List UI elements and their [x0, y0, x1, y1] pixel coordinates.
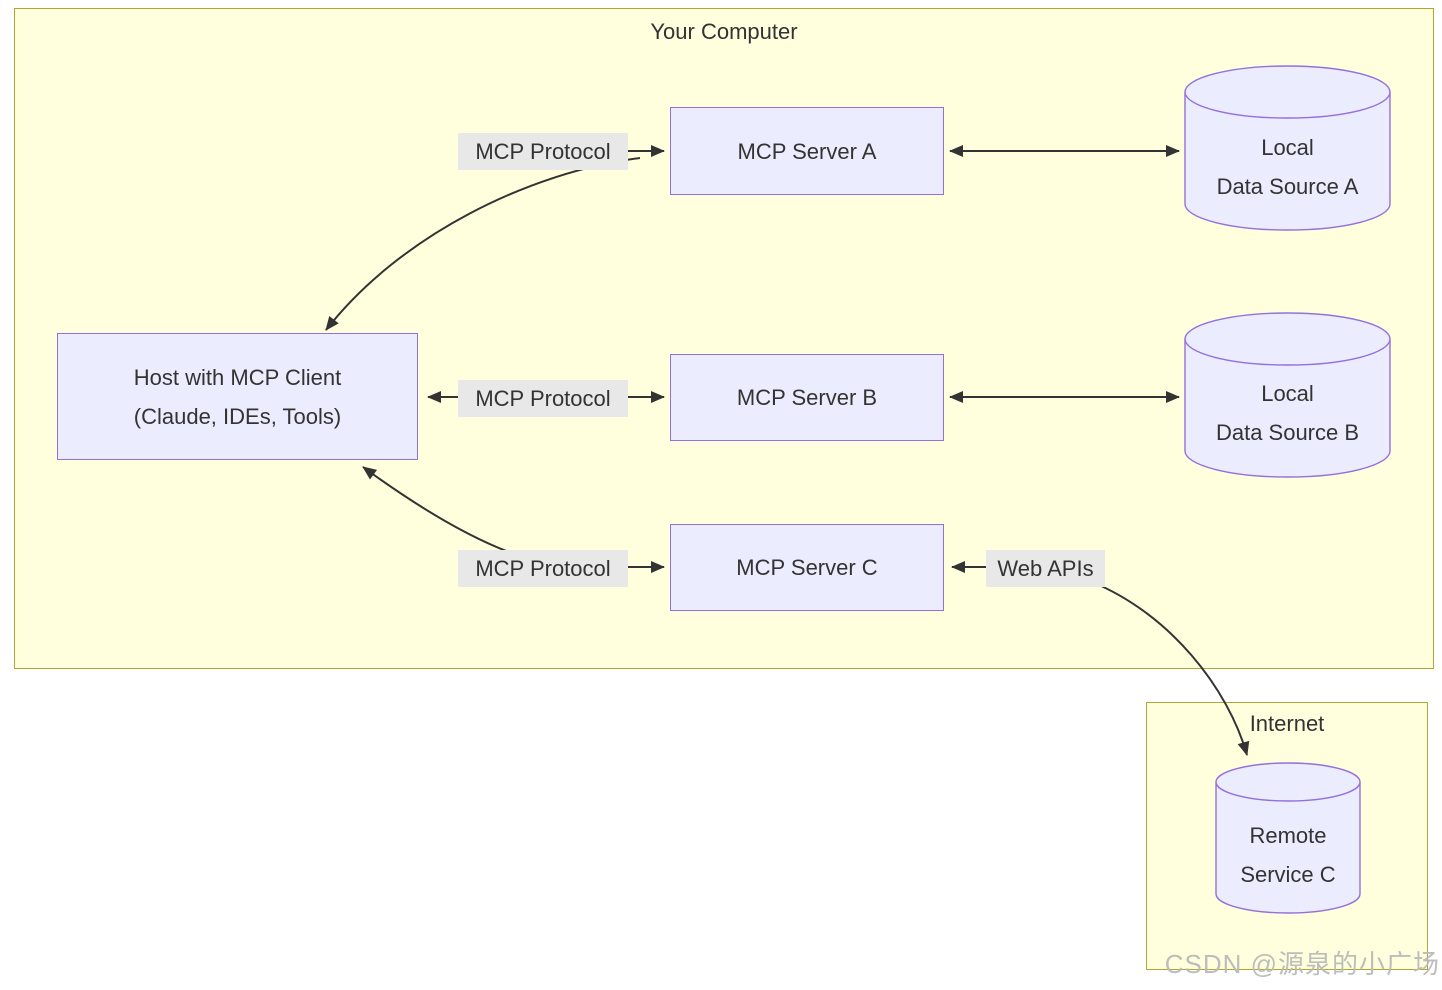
node-server-a: MCP Server A — [670, 107, 944, 195]
node-remote-service-c: Remote Service C — [1216, 816, 1360, 894]
data-source-b-line1: Local — [1261, 381, 1314, 406]
data-source-a-line1: Local — [1261, 135, 1314, 160]
node-server-b: MCP Server B — [670, 354, 944, 441]
node-data-source-b: Local Data Source B — [1185, 374, 1390, 452]
remote-service-c-line1: Remote — [1249, 823, 1327, 848]
edge-label-mcp-protocol-c: MCP Protocol — [458, 550, 628, 587]
edge-label-web-apis: Web APIs — [986, 550, 1105, 587]
node-host-line1: Host with MCP Client — [133, 364, 342, 390]
edge-label-mcp-protocol-a: MCP Protocol — [458, 133, 628, 170]
cluster-title-internet: Internet — [1249, 711, 1325, 736]
data-source-b-line2: Data Source B — [1215, 420, 1360, 445]
node-server-a-label: MCP Server A — [737, 138, 877, 164]
node-server-c-label: MCP Server C — [736, 555, 878, 580]
node-host: Host with MCP Client (Claude, IDEs, Tool… — [57, 333, 418, 460]
edge-label-mcp-protocol-b: MCP Protocol — [458, 380, 628, 417]
node-server-b-label: MCP Server B — [736, 385, 878, 410]
remote-service-c-line2: Service C — [1240, 862, 1336, 887]
data-source-a-line2: Data Source A — [1216, 174, 1359, 199]
csdn-watermark: CSDN @源泉的小广场 — [1164, 949, 1440, 979]
node-host-line2: (Claude, IDEs, Tools) — [133, 403, 342, 429]
node-server-c: MCP Server C — [670, 524, 944, 611]
node-data-source-a: Local Data Source A — [1185, 128, 1390, 206]
cluster-title-your-computer: Your Computer — [650, 19, 798, 44]
